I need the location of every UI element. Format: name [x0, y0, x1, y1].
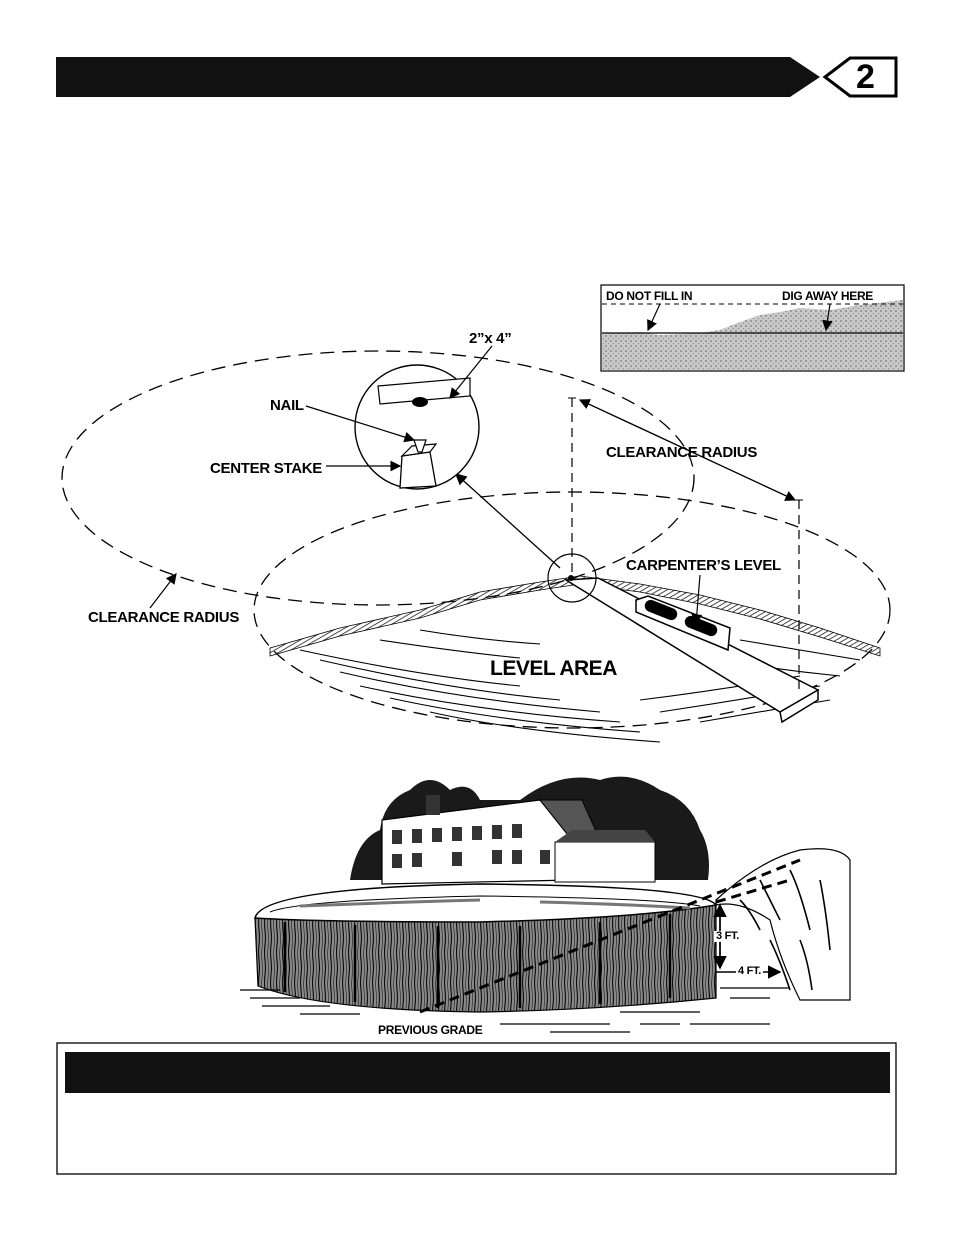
- clearance-radius-right-label: CLEARANCE RADIUS: [606, 444, 758, 461]
- previous-grade-label: PREVIOUS GRADE: [378, 1023, 483, 1037]
- carpenters-level-label: CARPENTER’S LEVEL: [626, 557, 781, 574]
- backyard-pool-illustration: [240, 776, 851, 1033]
- center-stake-label: CENTER STAKE: [210, 460, 322, 477]
- height-dimension-label: 3 FT.: [714, 930, 741, 942]
- dig-away-here-label: DIG AWAY HERE: [782, 289, 874, 303]
- soil-cross-section-inset: [600, 284, 905, 372]
- clearance-radius-left-label: CLEARANCE RADIUS: [88, 609, 240, 626]
- nail-label: NAIL: [270, 397, 304, 414]
- width-dimension-label: 4 FT.: [736, 965, 763, 977]
- note-box: [56, 1042, 897, 1175]
- section-header-bar: [56, 56, 898, 98]
- do-not-fill-in-label: DO NOT FILL IN: [606, 289, 693, 303]
- level-area-label: LEVEL AREA: [490, 657, 617, 680]
- clearance-radius-outline: [61, 350, 695, 606]
- lumber-size-label: 2”x 4”: [469, 330, 512, 347]
- center-stake-detail: [354, 364, 480, 490]
- step-number: 2: [856, 58, 875, 96]
